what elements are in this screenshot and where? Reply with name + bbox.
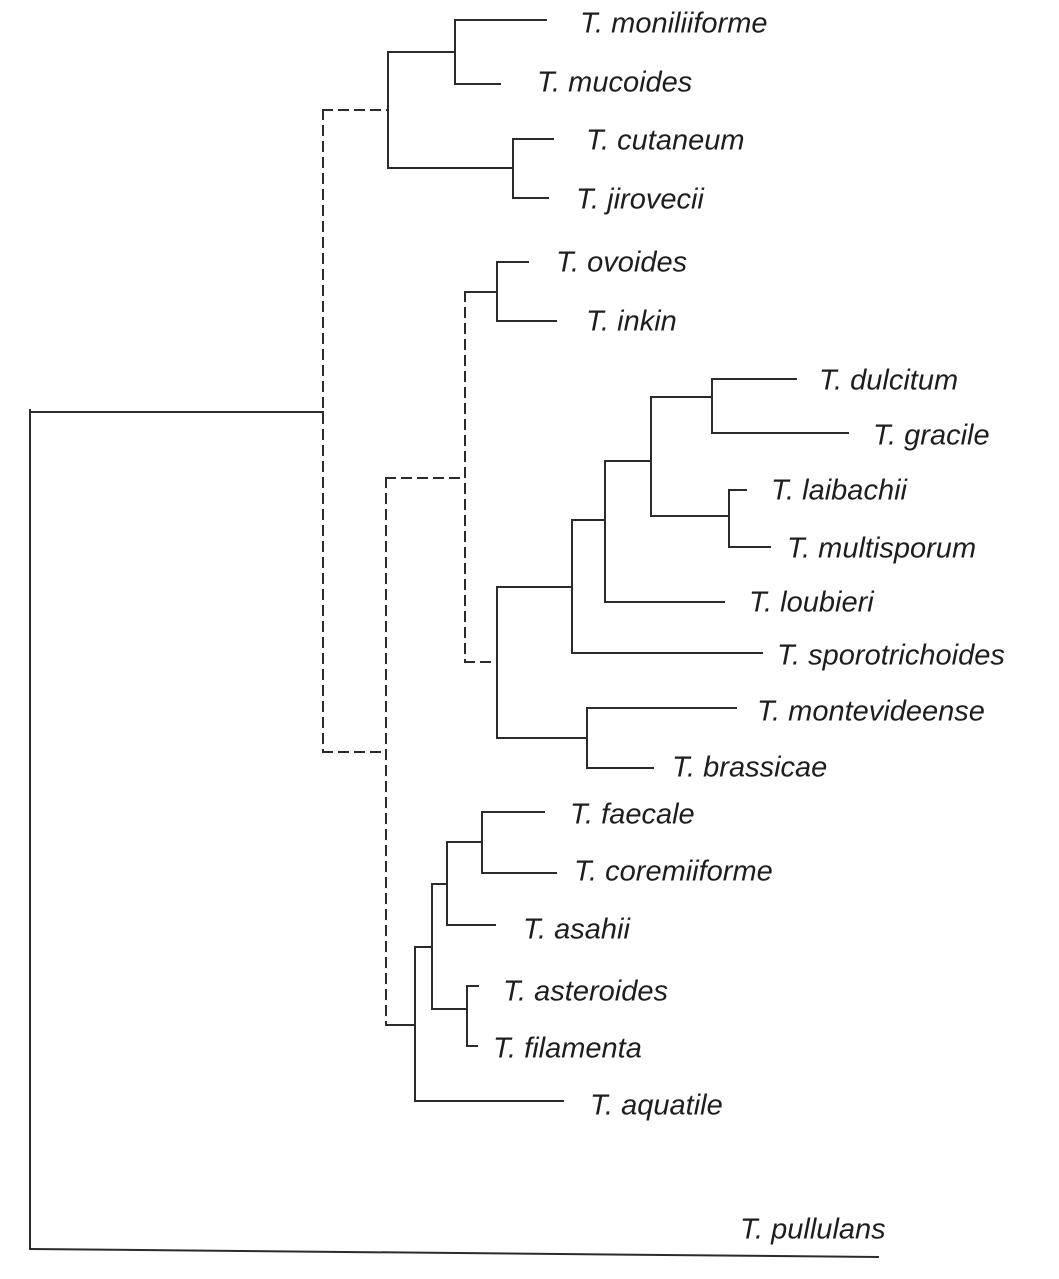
taxon-label-jirovecii: T. jirovecii	[576, 184, 705, 216]
taxon-label-mucoides: T. mucoides	[537, 67, 692, 99]
taxon-label-gracile: T. gracile	[873, 420, 990, 452]
taxon-label-brassicae: T. brassicae	[672, 752, 827, 784]
taxon-label-aquatile: T. aquatile	[590, 1090, 723, 1122]
taxon-labels: T. moniliiforme T. mucoides T. cutaneum …	[493, 8, 1005, 1246]
taxon-label-asteroides: T. asteroides	[503, 976, 668, 1008]
taxon-label-pullulans: T. pullulans	[740, 1214, 886, 1246]
taxon-label-inkin: T. inkin	[586, 306, 677, 338]
taxon-label-multisporum: T. multisporum	[787, 533, 976, 565]
taxon-label-coremiiforme: T. coremiiforme	[574, 856, 773, 888]
branch-root-to-pullulans	[28, 1247, 880, 1259]
taxon-label-loubieri: T. loubieri	[749, 587, 875, 619]
taxon-label-moniliiforme: T. moniliiforme	[580, 8, 767, 40]
taxon-label-montevideense: T. montevideense	[757, 696, 985, 728]
taxon-label-faecale: T. faecale	[570, 799, 695, 831]
taxon-label-asahii: T. asahii	[523, 914, 631, 946]
taxon-label-cutaneum: T. cutaneum	[586, 125, 745, 157]
taxon-label-ovoides: T. ovoides	[556, 247, 687, 279]
taxon-label-dulcitum: T. dulcitum	[819, 365, 958, 397]
taxon-label-filamenta: T. filamenta	[493, 1033, 642, 1065]
tree-branches	[28, 19, 880, 1259]
taxon-label-laibachii: T. laibachii	[771, 475, 909, 507]
taxon-label-sporotrichoides: T. sporotrichoides	[777, 640, 1005, 672]
